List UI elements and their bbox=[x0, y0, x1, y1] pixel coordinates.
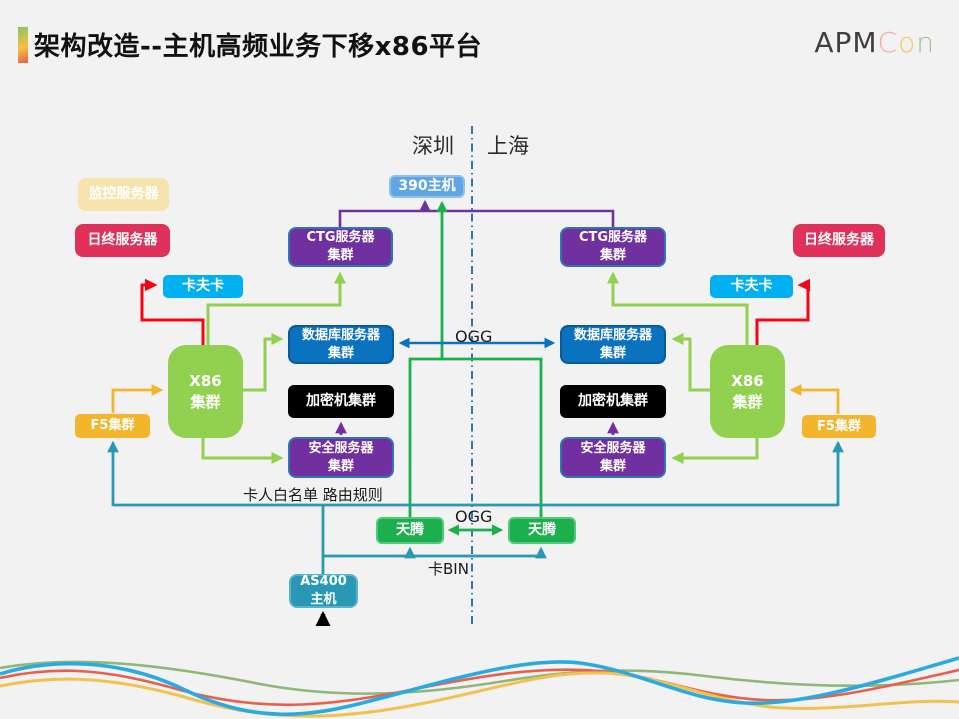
node-as400-mainframe: AS400 主机 bbox=[289, 574, 358, 608]
node-f5-cluster-right: F5集群 bbox=[802, 415, 876, 438]
label-card-bin: 卡BIN bbox=[428, 560, 469, 578]
edge-x86-db-left bbox=[242, 333, 284, 392]
edge-x86-ctg-right bbox=[607, 271, 749, 346]
edge-x86-kafka-right bbox=[755, 278, 811, 346]
node-dayend-server-left: 日终服务器 bbox=[75, 224, 170, 257]
node-security-cluster-right: 安全服务器 集群 bbox=[560, 437, 666, 478]
edge-tandem-riser bbox=[408, 357, 543, 517]
edge-x86-ctg-left bbox=[206, 271, 346, 346]
region-label-shanghai: 上海 bbox=[487, 134, 529, 158]
node-security-cluster-left: 安全服务器 集群 bbox=[288, 437, 394, 478]
edge-f5-x86-left bbox=[111, 384, 164, 413]
edge-x86-db-right bbox=[671, 333, 712, 392]
node-encryptor-cluster-left: 加密机集群 bbox=[288, 385, 394, 418]
region-label-shenzhen: 深圳 bbox=[412, 134, 454, 158]
node-monitor-server: 监控服务器 bbox=[78, 178, 169, 211]
node-kafka-right: 卡夫卡 bbox=[710, 275, 793, 298]
node-x86-cluster-left: X86 集群 bbox=[168, 345, 243, 438]
node-kafka-left: 卡夫卡 bbox=[163, 275, 243, 298]
title-accent-bar bbox=[18, 27, 28, 63]
page-title: 架构改造--主机高频业务下移x86平台 bbox=[34, 32, 483, 62]
node-tandem-right: 天腾 bbox=[508, 517, 576, 544]
edge-x86-sec-right bbox=[671, 437, 759, 464]
logo-c: C bbox=[877, 26, 899, 59]
edge-ctg-to-ctg-purple bbox=[338, 209, 615, 227]
node-dayend-server-right: 日终服务器 bbox=[793, 224, 885, 257]
edge-cardbin-tandem-right bbox=[323, 546, 547, 559]
edge-x86-sec-left bbox=[201, 437, 284, 464]
edge-x86-kafka-left bbox=[140, 278, 205, 346]
node-db-cluster-right: 数据库服务器 集群 bbox=[560, 325, 666, 364]
node-x86-cluster-right: X86 集群 bbox=[710, 345, 785, 438]
node-ctg-cluster-left: CTG服务器 集群 bbox=[288, 227, 393, 267]
label-ogg-top: OGG bbox=[455, 327, 493, 346]
node-f5-cluster-left: F5集群 bbox=[75, 414, 150, 438]
node-tandem-left: 天腾 bbox=[376, 517, 444, 544]
apmcon-logo: APMCon bbox=[814, 26, 935, 59]
edge-f5-x86-right bbox=[789, 384, 840, 414]
logo-apm: APM bbox=[814, 26, 878, 59]
logo-o: o bbox=[898, 26, 917, 59]
label-whitelist-routing: 卡人白名单 路由规则 bbox=[243, 486, 383, 504]
logo-n: n bbox=[916, 26, 935, 59]
label-ogg-bottom: OGG bbox=[455, 507, 493, 526]
node-encryptor-cluster-right: 加密机集群 bbox=[560, 385, 666, 418]
node-ctg-cluster-right: CTG服务器 集群 bbox=[560, 227, 666, 267]
node-db-cluster-left: 数据库服务器 集群 bbox=[288, 325, 394, 364]
node-390-mainframe: 390主机 bbox=[389, 175, 465, 198]
